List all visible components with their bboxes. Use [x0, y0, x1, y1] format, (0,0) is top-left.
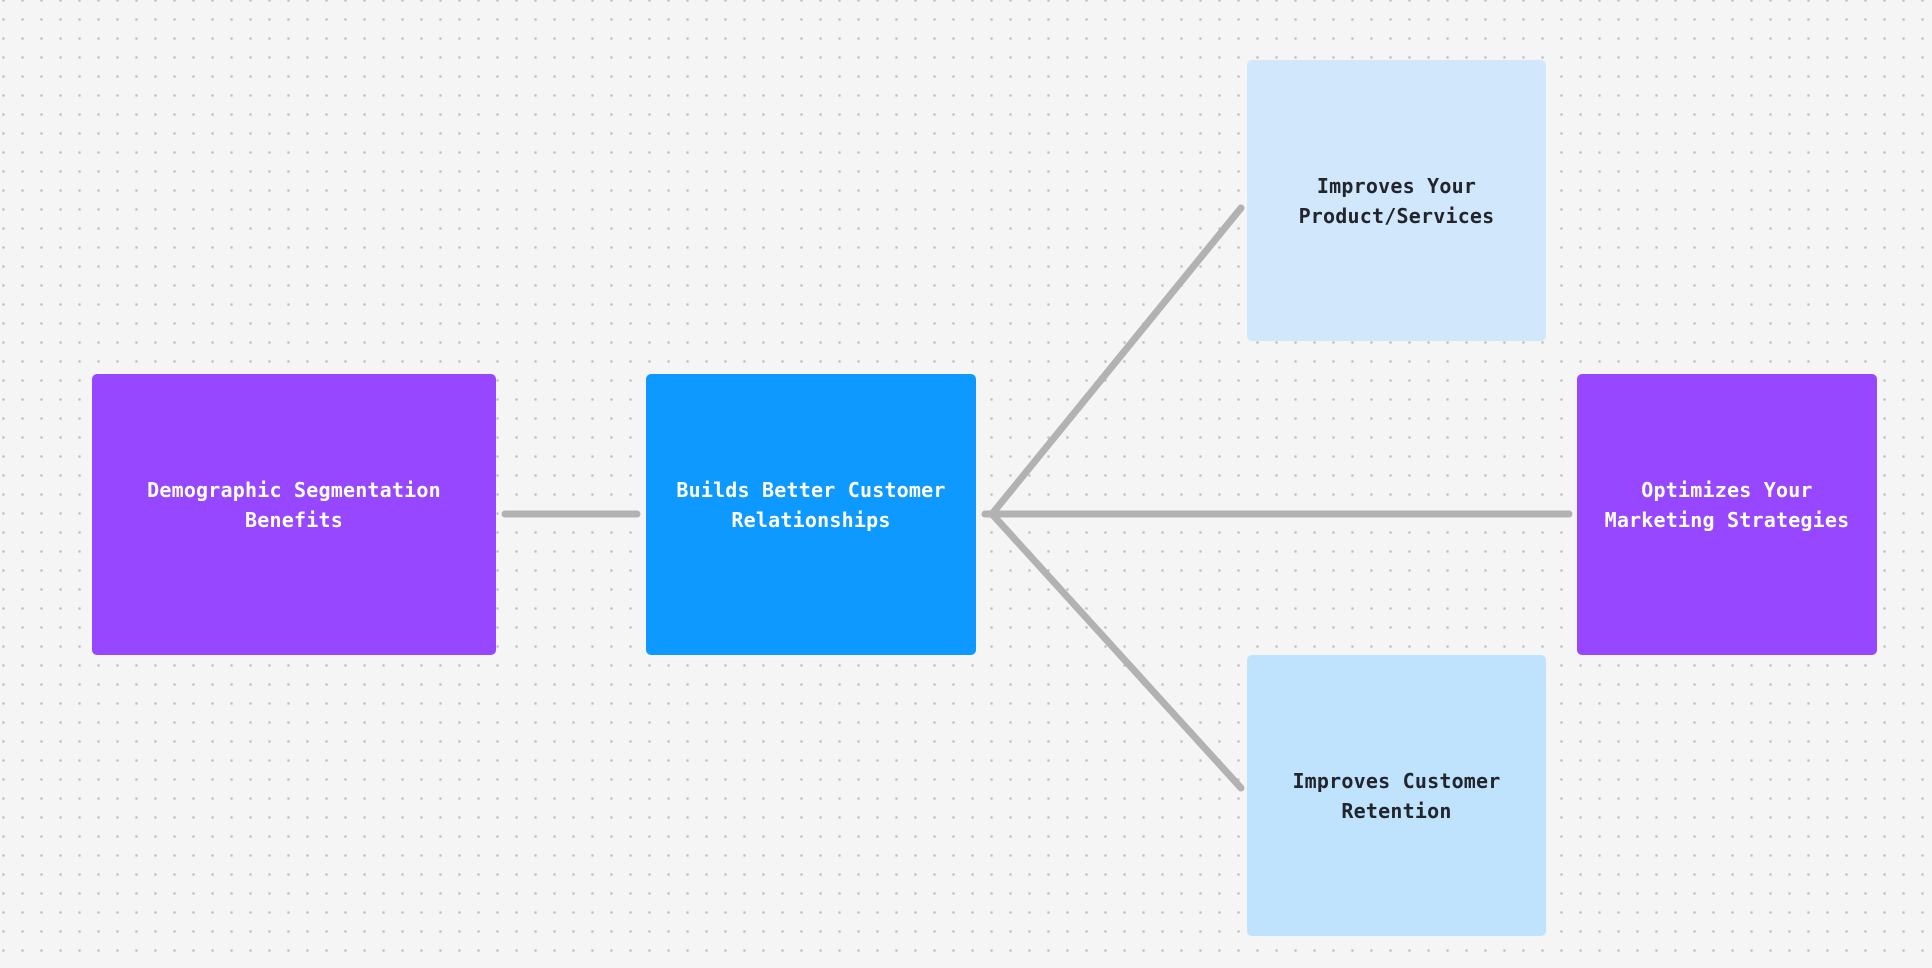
node-label-top: Improves Your Product/Services — [1298, 173, 1495, 228]
node-builds-better-customer-relationships[interactable]: Builds Better Customer Relationships — [646, 374, 976, 655]
node-improves-product-services[interactable]: Improves Your Product/Services — [1247, 60, 1546, 341]
node-demographic-segmentation-benefits[interactable]: Demographic Segmentation Benefits — [92, 374, 496, 655]
node-label-center: Builds Better Customer Relationships — [676, 477, 946, 532]
node-optimizes-marketing-strategies[interactable]: Optimizes Your Marketing Strategies — [1577, 374, 1877, 655]
node-improves-customer-retention[interactable]: Improves Customer Retention — [1247, 655, 1546, 936]
connector-center-bottom[interactable] — [988, 510, 1245, 792]
connector-center-top[interactable] — [988, 204, 1245, 518]
node-label-right: Optimizes Your Marketing Strategies — [1604, 477, 1850, 532]
node-label-root: Demographic Segmentation Benefits — [147, 477, 441, 532]
node-label-bottom: Improves Customer Retention — [1292, 768, 1501, 823]
